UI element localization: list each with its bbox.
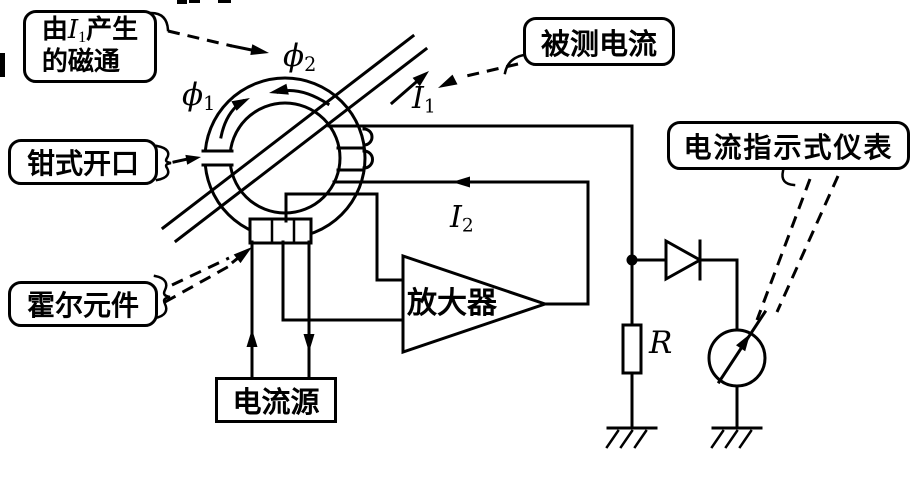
bias-arrow-down <box>303 334 315 352</box>
flux-arrow-phi2 <box>269 83 331 107</box>
phi2-annotation: ϕ2 <box>283 38 317 76</box>
edge-artifact <box>189 0 200 3</box>
resistor-symbol <box>621 323 643 430</box>
edge-artifact <box>177 0 187 4</box>
callout-tail <box>153 274 171 320</box>
diode-symbol <box>630 238 739 332</box>
edge-artifact <box>218 0 231 3</box>
conductor-line-1 <box>160 33 416 231</box>
gap-mask <box>201 152 233 164</box>
leader-clamp-opening <box>155 144 201 182</box>
flux-arrow-phi1 <box>219 98 250 139</box>
leader-arrowhead <box>438 74 458 88</box>
hall-element-box <box>248 217 313 245</box>
ground-hatch <box>710 429 725 449</box>
current-source-label: 电流源 <box>232 387 320 419</box>
leader-dashes <box>167 29 233 48</box>
callout-hall-element: 霍尔元件 <box>8 281 158 327</box>
leader-dashes <box>755 178 812 321</box>
ground-symbol-left <box>605 426 658 449</box>
i1-subscript: 1 <box>78 29 87 47</box>
flux-arrowhead-phi1 <box>231 98 250 111</box>
ground-hatch <box>724 429 739 449</box>
leader-dashes <box>775 175 840 313</box>
leader-dashes <box>164 262 234 304</box>
ground-hatch <box>605 429 620 449</box>
diode-triangle <box>664 238 704 282</box>
callout-tail <box>781 169 796 187</box>
measured-current-label: 被测电流 <box>540 28 657 61</box>
flux-source-line2: 的磁通 <box>41 47 120 77</box>
crop-artifacts <box>0 0 231 77</box>
leader-flux-source <box>149 11 269 55</box>
resistor-label: R <box>649 325 673 361</box>
ground-hatch <box>619 429 634 449</box>
hall-output-wire-top <box>284 192 405 282</box>
bias-arrow-up <box>246 329 258 347</box>
flux-arrowhead-phi2 <box>269 83 289 95</box>
meter-symbol <box>707 309 768 430</box>
winding-loop-2 <box>362 149 374 170</box>
flux-source-text: 产生 <box>86 15 139 45</box>
hall-element-symbol <box>248 217 313 245</box>
leader-arrowhead <box>250 44 269 55</box>
amplifier-label: 放大器 <box>407 287 497 320</box>
conductor-line-2 <box>173 46 429 244</box>
callout-flux-source: 由I1产生 的磁通 <box>23 10 157 83</box>
amplifier-symbol <box>401 253 550 355</box>
leader-dashes <box>461 62 519 79</box>
phi1-annotation: ϕ1 <box>182 77 216 115</box>
edge-artifact <box>0 53 5 77</box>
resistor-body <box>621 323 643 375</box>
callout-tail <box>503 53 526 75</box>
i1-annotation: I1 <box>412 81 436 118</box>
ground-hatch <box>738 429 753 449</box>
i1-arrowhead <box>412 71 429 87</box>
i1-variable: I <box>67 15 79 46</box>
hall-bias-wires <box>246 240 315 380</box>
current-source-box: 电流源 <box>215 377 337 423</box>
leader-arrowhead <box>185 154 201 165</box>
flux-source-text: 由 <box>41 15 68 45</box>
i2-annotation: I2 <box>450 200 474 237</box>
leader-measured-current <box>438 53 526 88</box>
current-arrow-i1 <box>389 71 429 106</box>
ground-symbol-right <box>710 426 763 449</box>
callout-tail <box>155 144 172 182</box>
i2-arrowhead <box>452 176 470 188</box>
primary-conductor <box>160 33 429 244</box>
leader-solid <box>230 44 256 53</box>
callout-indicator-meter: 电流指示式仪表 <box>667 121 910 170</box>
ground-hatch <box>633 429 648 449</box>
hall-output-wire-bottom <box>281 240 405 322</box>
meter-needle-arrowhead <box>736 334 750 352</box>
secondary-winding <box>336 127 374 172</box>
clamp-opening-gap <box>201 149 234 167</box>
winding-loop-1 <box>362 127 374 147</box>
callout-clamp-opening: 钳式开口 <box>8 139 158 185</box>
indicator-meter-label: 电流指示式仪表 <box>683 132 894 164</box>
leader-indicator-meter <box>755 169 840 321</box>
callout-measured-current: 被测电流 <box>523 17 675 66</box>
meter-dial <box>707 328 767 388</box>
hall-element-label: 霍尔元件 <box>26 291 139 322</box>
leader-hall-element <box>153 247 252 320</box>
clamp-opening-label: 钳式开口 <box>26 149 139 180</box>
leader-arrowhead <box>233 247 252 264</box>
leader-dashes <box>171 256 230 287</box>
flux-source-line1: 由I1产生 <box>41 15 139 47</box>
